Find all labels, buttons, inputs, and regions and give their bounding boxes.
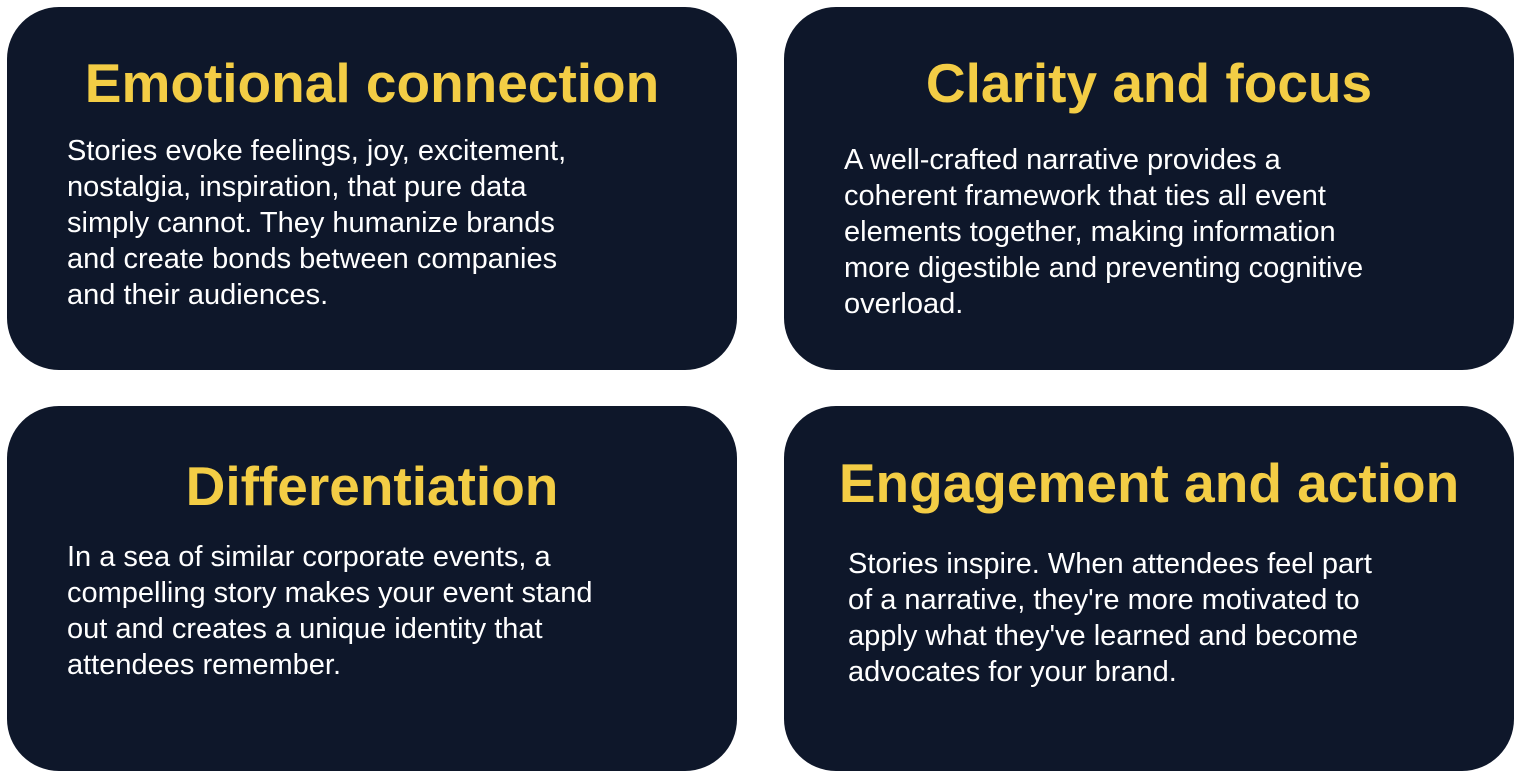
body-line: more digestible and preventing cognitive — [844, 252, 1364, 284]
body-line: coherent framework that ties all event — [844, 180, 1326, 212]
body-line: advocates for your brand. — [848, 656, 1177, 688]
body-line: overload. — [844, 288, 964, 320]
body-line: and create bonds between companies — [67, 243, 558, 275]
card-clarity-and-focus: Clarity and focus A well-crafted narrati… — [784, 7, 1514, 370]
body-line: out and creates a unique identity that — [67, 613, 543, 645]
body-line: elements together, making information — [844, 216, 1336, 248]
body-line: and their audiences. — [67, 279, 329, 311]
body-line: compelling story makes your event stand — [67, 577, 593, 609]
card-body: A well-crafted narrative provides a cohe… — [844, 142, 1363, 322]
card-title: Differentiation — [185, 455, 559, 517]
card-body: In a sea of similar corporate events, a … — [67, 539, 592, 683]
card-emotional-connection: Emotional connection Stories evoke feeli… — [7, 7, 737, 370]
body-line: Stories evoke feelings, joy, excitement, — [67, 135, 567, 167]
body-line: In a sea of similar corporate events, a — [67, 541, 551, 573]
body-line: Stories inspire. When attendees feel par… — [848, 548, 1372, 580]
body-line: attendees remember. — [67, 649, 342, 681]
card-body: Stories inspire. When attendees feel par… — [848, 546, 1372, 690]
card-title: Clarity and focus — [925, 52, 1373, 114]
card-engagement-and-action: Engagement and action Stories inspire. W… — [784, 406, 1514, 771]
card-differentiation: Differentiation In a sea of similar corp… — [7, 406, 737, 771]
body-line: simply cannot. They humanize brands — [67, 207, 555, 239]
body-line: apply what they've learned and become — [848, 620, 1359, 652]
card-title: Emotional connection — [84, 52, 660, 114]
card-title: Engagement and action — [838, 452, 1460, 514]
card-body: Stories evoke feelings, joy, excitement,… — [67, 133, 566, 313]
body-line: A well-crafted narrative provides a — [844, 144, 1281, 176]
body-line: of a narrative, they're more motivated t… — [848, 584, 1360, 616]
body-line: nostalgia, inspiration, that pure data — [67, 171, 527, 203]
